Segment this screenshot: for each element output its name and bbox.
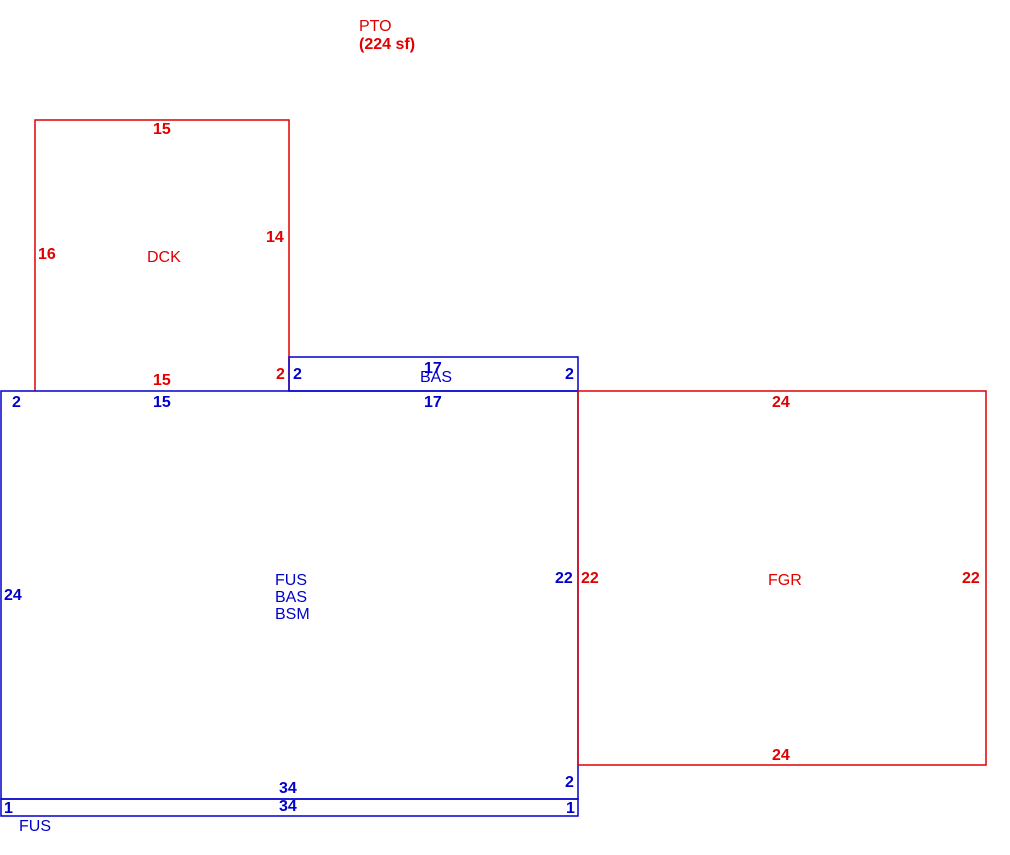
bas-small-bottom-dimension: 17: [424, 394, 442, 411]
fus-strip-label: FUS: [19, 818, 51, 835]
fgr-top-dimension: 24: [772, 394, 790, 411]
fgr-label: FGR: [768, 572, 802, 589]
fgr-bottom-dimension: 24: [772, 747, 790, 764]
bas-small-label: BAS: [420, 369, 452, 386]
main-corner-dimension: 2: [12, 394, 21, 411]
bas-small-right-dimension: 2: [565, 366, 574, 383]
main-bottom-dimension: 34: [279, 780, 297, 797]
main-label-bsm: BSM: [275, 606, 310, 623]
dck-step-dimension: 2: [276, 366, 285, 383]
dck-bottom-dimension: 15: [153, 372, 171, 389]
fgr-left-dimension: 22: [581, 570, 599, 587]
fus-strip-outline: [0, 798, 579, 817]
fus-strip-top-dimension: 34: [279, 798, 297, 815]
dck-left-dimension: 16: [38, 246, 56, 263]
bas-small-left-dimension: 2: [293, 366, 302, 383]
fgr-right-dimension: 22: [962, 570, 980, 587]
pto-area: (224 sf): [359, 36, 415, 53]
fus-strip-left-dimension: 1: [4, 800, 13, 817]
main-top-left-dimension: 15: [153, 394, 171, 411]
main-right-dimension: 22: [555, 570, 573, 587]
main-bottom-step-dimension: 2: [565, 774, 574, 791]
fgr-outline: [577, 390, 987, 766]
main-label-fus: FUS: [275, 572, 307, 589]
dck-top-dimension: 15: [153, 121, 171, 138]
main-label-bas: BAS: [275, 589, 307, 606]
bas-small-top-dimension: 17: [424, 360, 442, 377]
dck-right-dimension: 14: [266, 229, 284, 246]
pto-label: PTO: [359, 18, 392, 35]
dck-outline: [34, 119, 290, 391]
main-left-dimension: 24: [4, 587, 22, 604]
fus-strip-right-dimension: 1: [566, 800, 575, 817]
dck-label: DCK: [147, 249, 181, 266]
